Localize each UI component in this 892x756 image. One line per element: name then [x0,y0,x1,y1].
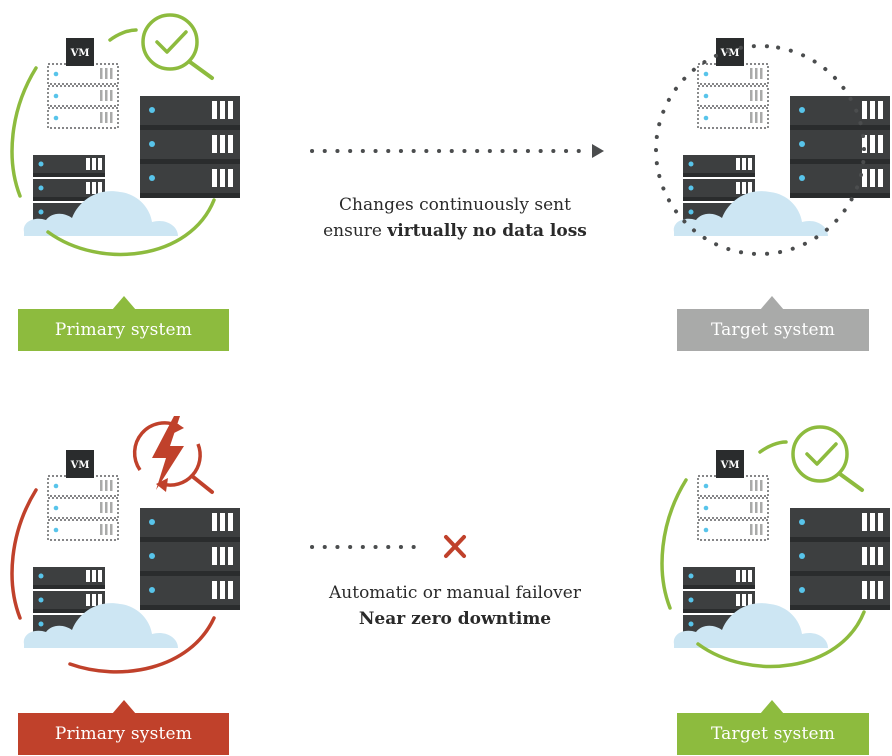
bottom-caption-line1: Automatic or manual failover [329,583,581,603]
vm-badge: VM [720,460,740,471]
bottom-right-label: Target system [677,713,869,755]
top-left-system-illustration: VM [10,13,240,257]
top-caption: Changes continuously sent ensure virtual… [270,192,640,244]
bottom-caption: Automatic or manual failover Near zero d… [270,580,640,632]
bottom-left-label: Primary system [18,713,229,755]
top-caption-emphasis: virtually no data loss [387,221,587,241]
dotted-arrow-right-icon [310,144,604,158]
top-caption-line1: Changes continuously sent [339,195,571,215]
vm-badge: VM [720,48,740,59]
label-pointer [112,296,136,310]
dotted-line-x-icon [310,535,466,558]
bottom-caption-line2: Near zero downtime [270,606,640,632]
top-left-label: Primary system [18,309,229,351]
top-right-label: Target system [677,309,869,351]
top-caption-line2: ensure virtually no data loss [270,218,640,244]
top-caption-prefix: ensure [323,221,382,241]
top-right-system-illustration: VM [654,30,890,256]
bottom-caption-emphasis: Near zero downtime [358,609,552,629]
bottom-left-system-illustration: VM [10,416,240,674]
label-pointer [760,296,784,310]
vm-badge: VM [70,48,90,59]
check-magnifier-icon [141,13,214,80]
lightning-magnifier-icon [132,416,214,494]
check-magnifier-icon [791,425,864,492]
vm-badge: VM [70,460,90,471]
dotted-circle [654,44,866,256]
label-pointer [112,700,136,714]
bottom-right-system-illustration: VM [660,425,890,669]
label-pointer [760,700,784,714]
